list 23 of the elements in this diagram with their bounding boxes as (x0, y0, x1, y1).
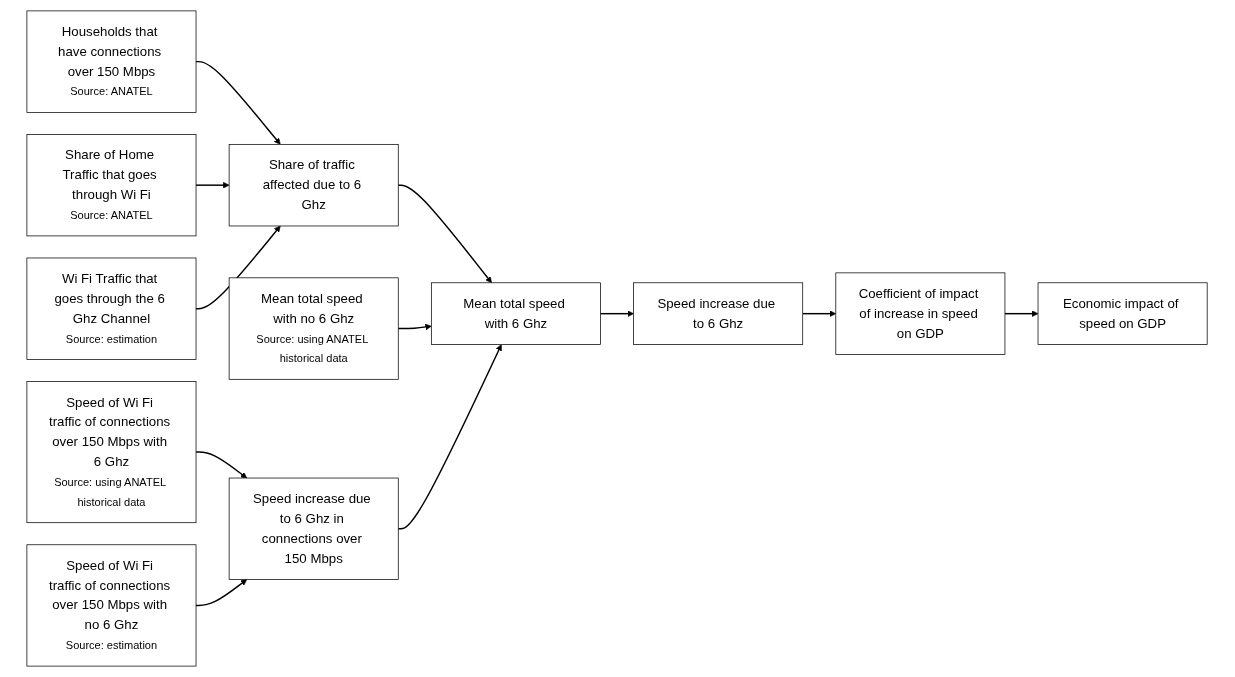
arrow (600, 310, 635, 317)
node-box: Speed increase due to 6 Ghz in connections over 150 Mbps (229, 477, 400, 580)
node-box: Mean total speed with 6 Ghz (431, 282, 602, 345)
node-box: Speed of Wi Fi traffic of connections over 150 Mbps with no 6 Ghz Source: estimation (27, 544, 197, 667)
node-box: Speed increase due to 6 Ghz (633, 282, 804, 345)
node-box: Share of Home Traffic that goes through Wi Fi Source: ANATEL (27, 134, 197, 237)
arrow (195, 451, 248, 479)
arrow (398, 184, 493, 284)
arrow (195, 60, 282, 145)
node-box: Speed of Wi Fi traffic of connections over 150 Mbps with 6 Ghz Source: using ANATEL historical data (27, 381, 197, 524)
arrow (195, 181, 230, 189)
node-box: Share of traffic affected due to 6 Ghz (229, 144, 400, 227)
node-box: Coefficient of impact of increase in speed on GDP (835, 272, 1006, 355)
arrow (398, 323, 433, 331)
arrow (195, 579, 248, 607)
arrow (802, 310, 837, 317)
node-box: Wi Fi Traffic that goes through the 6 Ghz Channel Source: estimation (27, 257, 197, 360)
node-box: Households that have connections over 150 Mbps Source: ANATEL (27, 10, 197, 113)
arrow (1004, 310, 1039, 317)
node-box: Mean total speed with no 6 Ghz Source: using ANATEL historical data (229, 277, 400, 380)
arrow (195, 225, 282, 310)
node-box: Economic impact of speed on GDP (1038, 282, 1208, 345)
arrow (398, 344, 503, 530)
